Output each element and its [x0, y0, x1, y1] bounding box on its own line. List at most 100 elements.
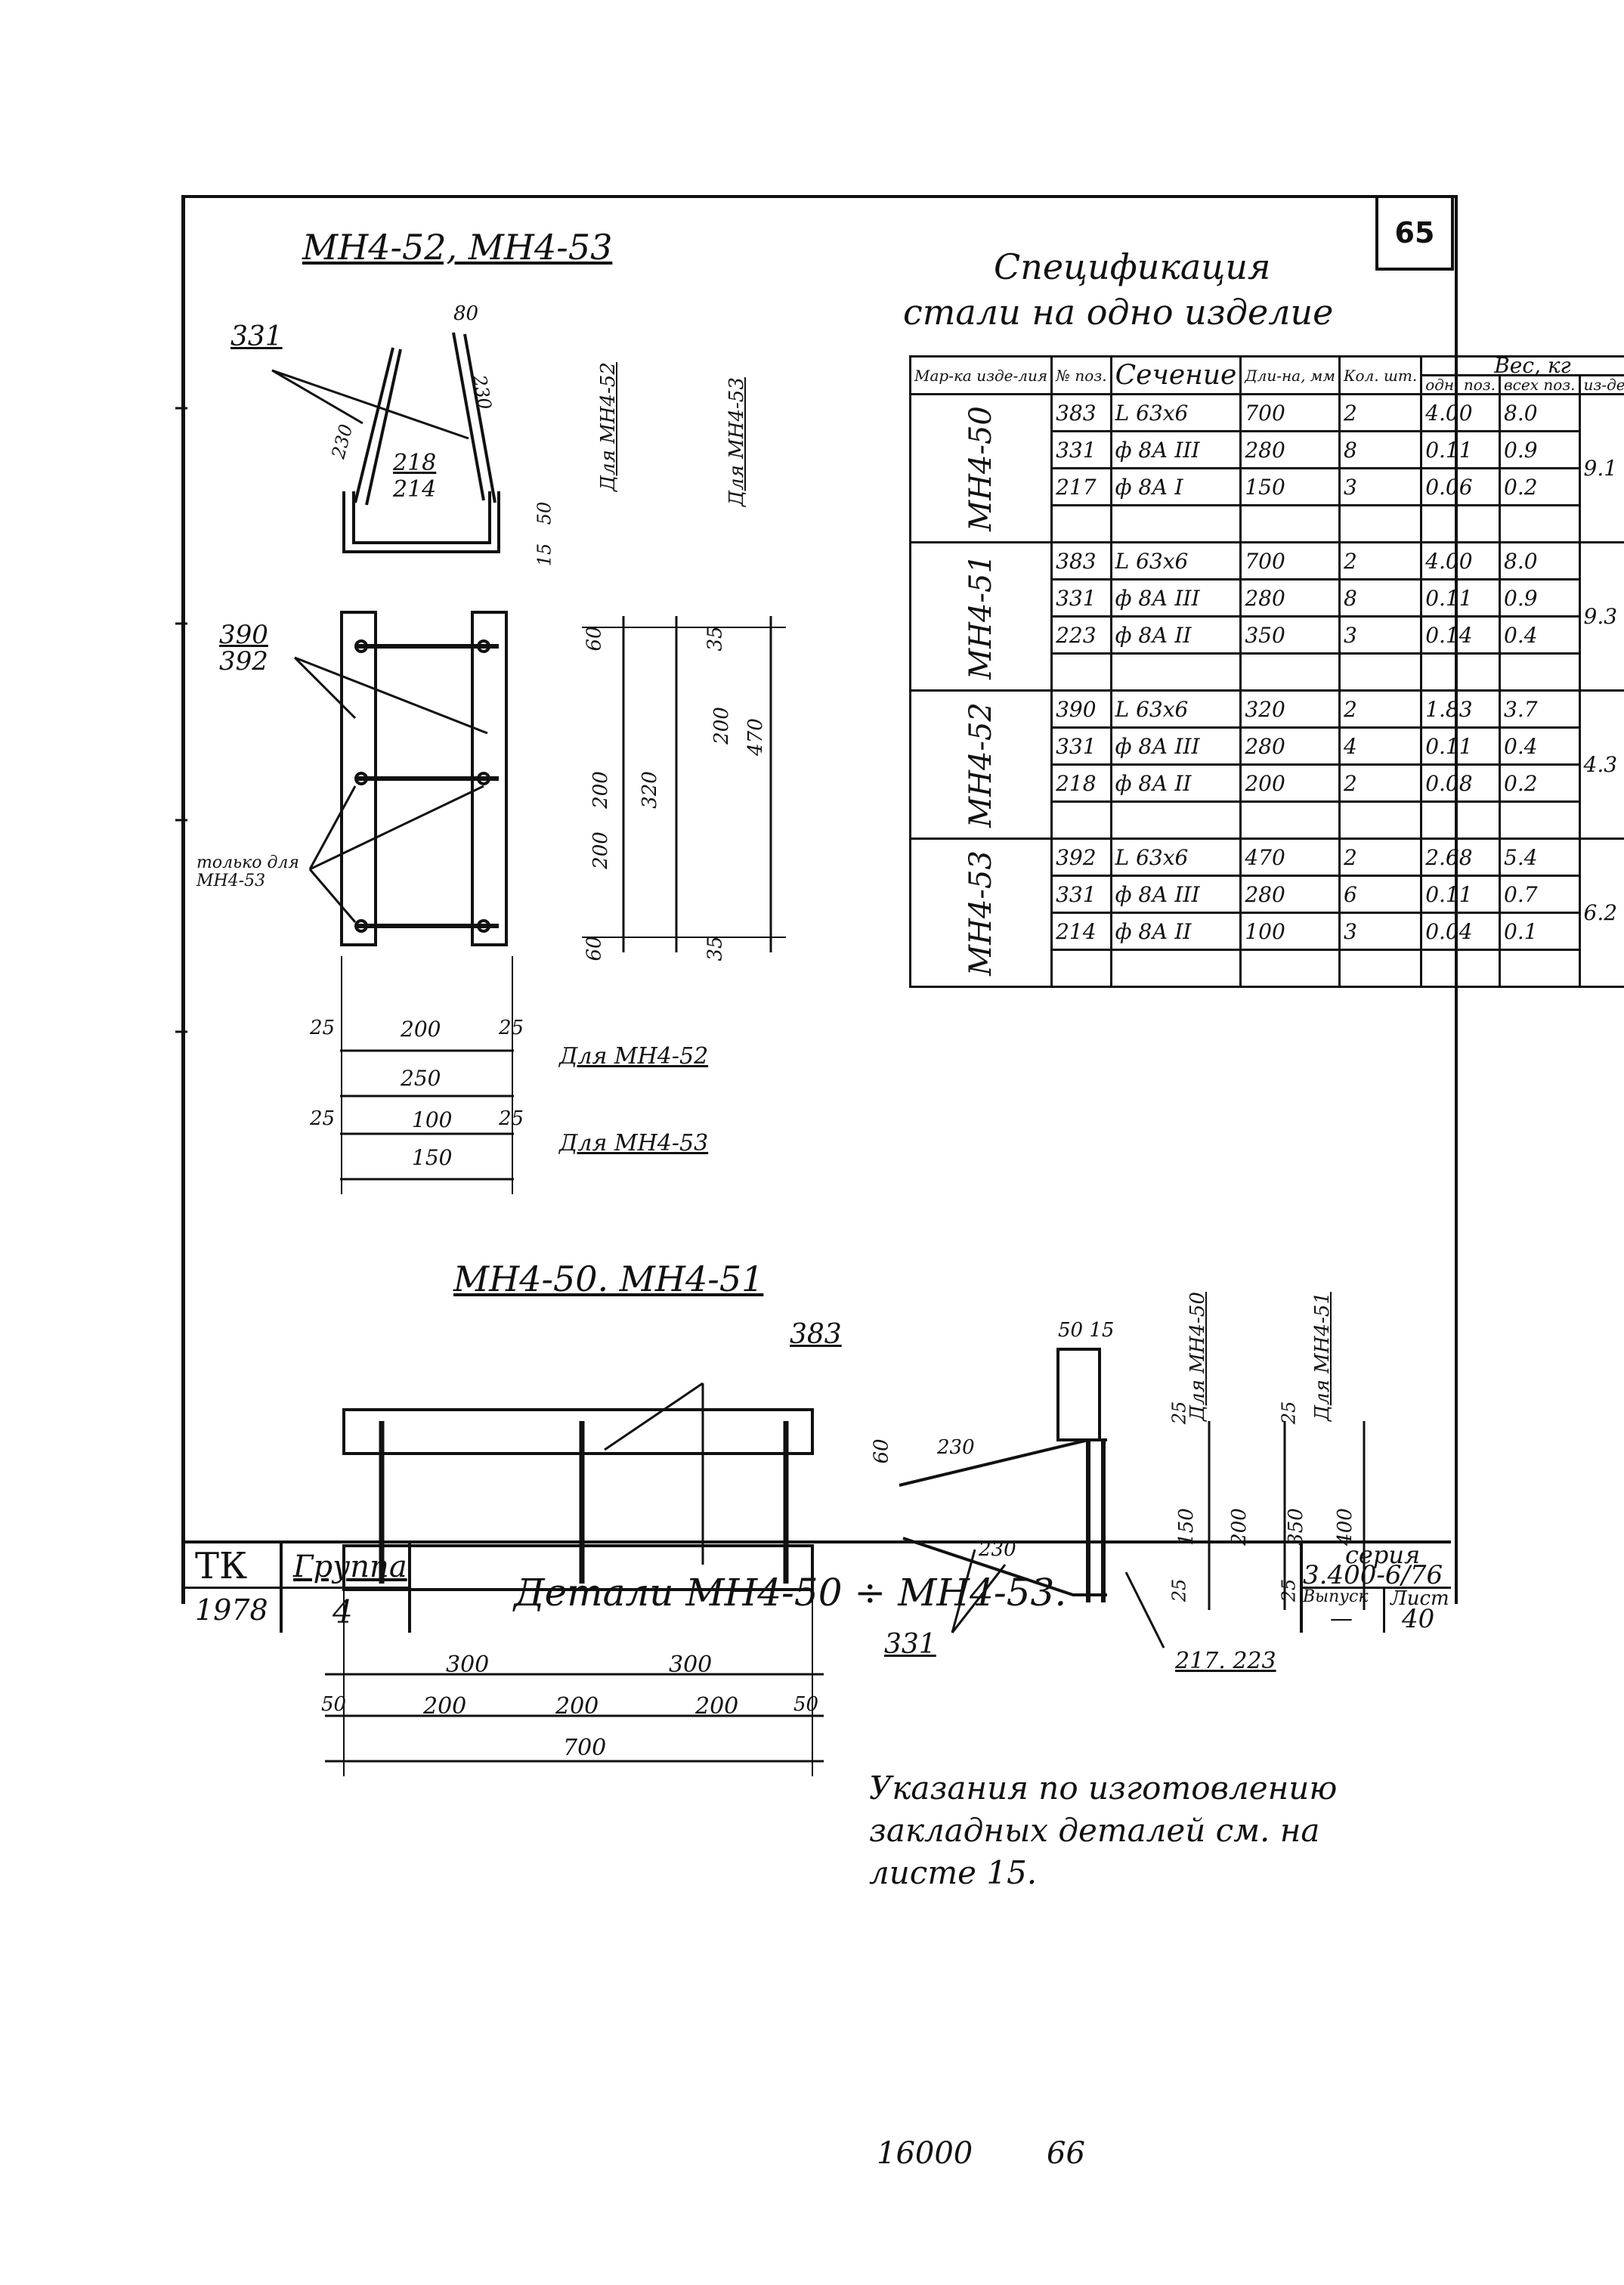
cell-pos: 223 [1050, 615, 1112, 655]
dim-label: 200 [589, 831, 612, 869]
spec-title: Спецификация [994, 246, 1271, 287]
for-52-label: Для МН4-52 [597, 362, 620, 491]
cell-length: 280 [1239, 875, 1341, 914]
dim-label: 25 [1168, 1401, 1190, 1425]
cell-pos: 383 [1050, 541, 1112, 581]
for-52-dim-label: Для МН4-52 [559, 1043, 709, 1070]
dim-label: 25 [310, 1107, 336, 1130]
cell-length: 700 [1239, 393, 1341, 432]
cell-weight-all: 8.0 [1499, 541, 1581, 581]
cell-weight-one: 0.11 [1420, 875, 1502, 914]
cell-length: 280 [1239, 726, 1341, 766]
dim-label: 200 [710, 707, 733, 745]
dim-label: 300 [669, 1652, 713, 1678]
dim-label: 25 [310, 1017, 336, 1039]
cell-item-weight: 4.3 [1578, 689, 1624, 840]
view-title-bottom: МН4-50. МН4-51 [453, 1259, 764, 1299]
series-label: серия [1345, 1540, 1421, 1569]
dim-label: 300 [446, 1652, 490, 1678]
cell-section: ф 8А III [1109, 430, 1242, 469]
cell-pos: 217 [1050, 467, 1112, 506]
cell-qty: 2 [1338, 541, 1423, 581]
header-pos: № поз. [1050, 355, 1112, 395]
cell-section: L 63х6 [1109, 541, 1242, 581]
dim-label: 150 [412, 1145, 453, 1170]
dim-label: 100 [412, 1107, 453, 1132]
cell-weight-all: 0.4 [1499, 615, 1581, 655]
spec-header-row: Мар-ка изде-лия № поз. Сечение Дли-на, м… [908, 355, 1624, 395]
dim-label: 35 [704, 626, 727, 652]
group-mark: МН4-50 [908, 393, 1053, 543]
cell-qty: 3 [1338, 912, 1423, 951]
dim-label: 200 [695, 1693, 739, 1720]
group-mark-text: МН4-53 [964, 850, 999, 976]
dim-label: 200 [555, 1693, 599, 1720]
cell-section: ф 8А III [1109, 875, 1242, 914]
note-line: закладных деталей см. на [869, 1812, 1320, 1849]
group-mark: МН4-51 [908, 541, 1053, 692]
sheet-number: 65 [1375, 198, 1454, 271]
cell-length: 470 [1239, 838, 1341, 877]
cell-length: 150 [1239, 467, 1341, 506]
cell-weight-all: 0.9 [1499, 578, 1581, 618]
cell-section: ф 8А I [1109, 467, 1242, 506]
cell-length: 100 [1239, 912, 1341, 951]
header-length: Дли-на, мм [1239, 355, 1341, 395]
table-row: 214 ф 8А II 100 3 0.04 0.1 [911, 912, 1624, 951]
header-mark: Мар-ка изде-лия [908, 355, 1053, 395]
dim-label: 200 [401, 1017, 441, 1042]
dim-label: 218 [393, 450, 437, 476]
table-row: 331 ф 8А III 280 4 0.11 0.4 [911, 726, 1624, 766]
year: 1978 [195, 1593, 268, 1627]
drawing-title: Детали МН4-50 ÷ МН4-53. [514, 1571, 1067, 1615]
cell-weight-one: 4.00 [1420, 393, 1502, 432]
cell-qty: 3 [1338, 467, 1423, 506]
org-mark: ТК [195, 1545, 248, 1587]
table-row: МН4-52 390 L 63х6 320 2 1.83 3.7 4.3 [908, 689, 1624, 840]
cell-section: L 63х6 [1109, 838, 1242, 877]
cell-qty: 2 [1338, 393, 1423, 432]
header-qty: Кол. шт. [1338, 355, 1423, 395]
position-label: 392 [219, 646, 268, 677]
table-row-empty [911, 652, 1624, 692]
dim-label: 700 [563, 1735, 607, 1761]
dim-label: 25 [1278, 1401, 1300, 1425]
table-row: МН4-50 383 L 63х6 700 2 4.00 8.0 9.1 [908, 393, 1624, 543]
dim-label: 35 [704, 936, 727, 961]
position-label: 383 [790, 1319, 842, 1350]
cell-length: 700 [1239, 541, 1341, 581]
cell-weight-one: 0.04 [1420, 912, 1502, 951]
cell-weight-one: 4.00 [1420, 541, 1502, 581]
table-row: 331 ф 8А III 280 6 0.11 0.7 [911, 875, 1624, 914]
dim-label: 60 [583, 936, 606, 961]
dim-label: 50 [793, 1693, 819, 1716]
cell-weight-all: 3.7 [1499, 689, 1581, 729]
group-mark-text: МН4-51 [964, 553, 999, 680]
cell-pos: 392 [1050, 838, 1112, 877]
cell-item-weight: 9.1 [1578, 393, 1624, 543]
cell-section: L 63х6 [1109, 689, 1242, 729]
spec-subheader-row: одн. поз. всех поз. из-дел. [911, 374, 1624, 395]
cell-weight-all: 0.7 [1499, 875, 1581, 914]
cell-section: ф 8А III [1109, 726, 1242, 766]
cell-weight-one: 1.83 [1420, 689, 1502, 729]
group-mark: МН4-53 [908, 838, 1053, 988]
dim-label: 200 [589, 771, 612, 809]
cell-pos: 383 [1050, 393, 1112, 432]
table-row-empty [911, 949, 1624, 988]
for-50-label: Для МН4-50 [1186, 1292, 1209, 1421]
cell-item-weight: 6.2 [1578, 838, 1624, 988]
dim-label: 60 [870, 1438, 893, 1464]
cell-section: ф 8А II [1109, 912, 1242, 951]
dim-label: 320 [638, 771, 661, 809]
sheet-label: Лист [1390, 1587, 1449, 1610]
cell-weight-all: 5.4 [1499, 838, 1581, 877]
header-section: Сечение [1109, 355, 1242, 395]
dim-label: 80 [453, 302, 479, 325]
series-value: 3.400-6/76 [1303, 1560, 1443, 1590]
table-row: МН4-51 383 L 63х6 700 2 4.00 8.0 9.3 [908, 541, 1624, 692]
table-row: 331 ф 8А III 280 8 0.11 0.9 [911, 578, 1624, 618]
cell-qty: 6 [1338, 875, 1423, 914]
spec-table: Мар-ка изде-лия № поз. Сечение Дли-на, м… [908, 355, 1624, 988]
cell-pos: 331 [1050, 875, 1112, 914]
